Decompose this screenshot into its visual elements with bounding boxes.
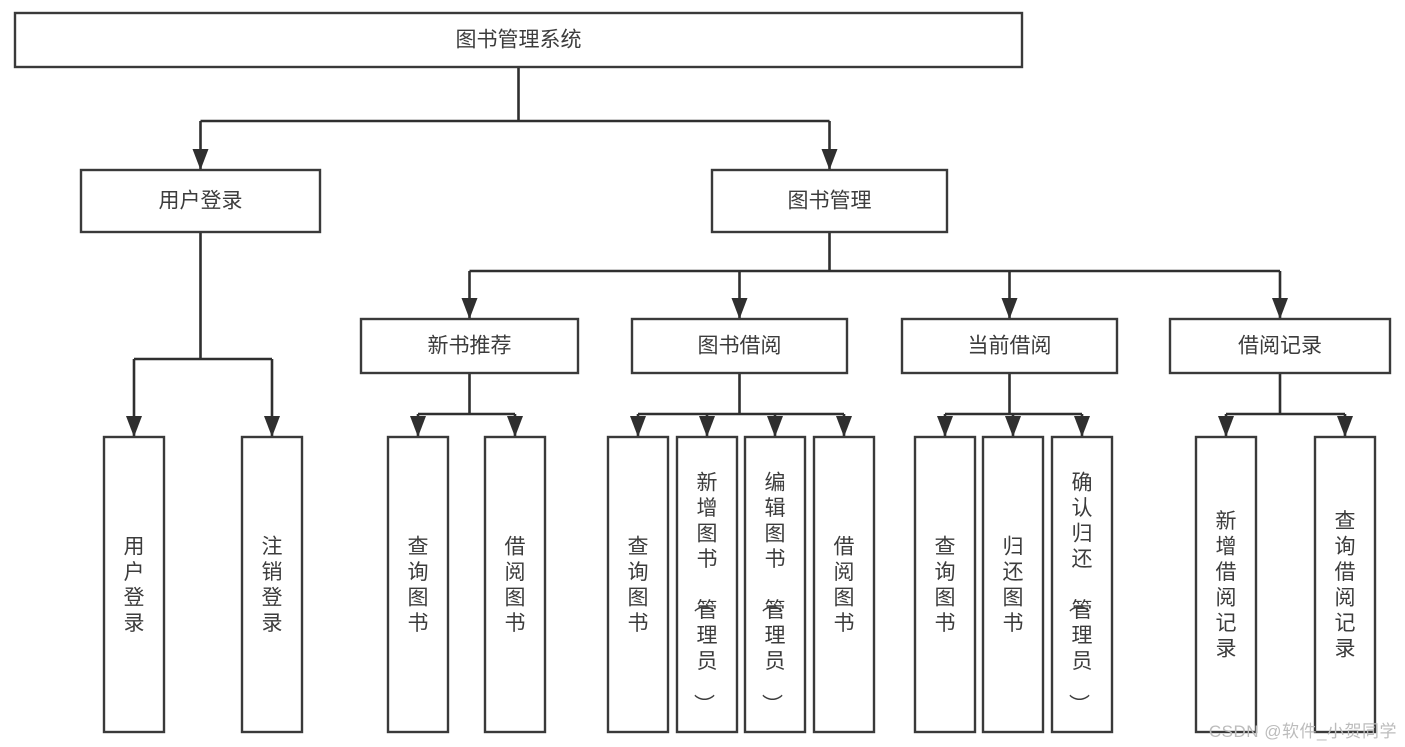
node-label: 用户登录: [159, 190, 243, 213]
node-book-borrow[interactable]: 图书借阅: [630, 317, 849, 375]
node-leaf-return-book[interactable]: 归还图书: [981, 435, 1045, 734]
node-leaf-edit-book[interactable]: 编辑图书（管理员）: [743, 435, 807, 734]
node-leaf-add-book[interactable]: 新增图书（管理员）: [675, 435, 739, 734]
node-box: [606, 435, 670, 734]
node-box: [675, 435, 739, 734]
node-leaf-borrow-book-rec[interactable]: 借阅图书: [483, 435, 547, 734]
node-leaf-query-book-borrow[interactable]: 查询图书: [606, 435, 670, 734]
arrow-head-icon: [767, 416, 783, 437]
node-label: 确认归还（管理员）: [1067, 472, 1093, 715]
node-label: 新增借阅记录: [1216, 510, 1237, 661]
node-box: [913, 435, 977, 734]
node-leaf-confirm-return[interactable]: 确认归还（管理员）: [1050, 435, 1114, 734]
arrow-head-icon: [699, 416, 715, 437]
node-box: [1168, 317, 1392, 375]
connector-layer: [126, 67, 1353, 437]
node-label: 新增图书（管理员）: [692, 472, 718, 715]
node-leaf-add-record[interactable]: 新增借阅记录: [1194, 435, 1258, 734]
arrow-head-icon: [1074, 416, 1090, 437]
node-borrow-record[interactable]: 借阅记录: [1168, 317, 1392, 375]
arrow-head-icon: [1272, 298, 1288, 319]
node-root[interactable]: 图书管理系统: [13, 11, 1024, 69]
node-box: [483, 435, 547, 734]
arrow-head-icon: [1337, 416, 1353, 437]
node-label: 查询图书: [628, 535, 649, 635]
node-box: [743, 435, 807, 734]
node-book-manage[interactable]: 图书管理: [710, 168, 949, 234]
node-layer: 图书管理系统用户登录图书管理新书推荐图书借阅当前借阅借阅记录用户登录注销登录查询…: [13, 11, 1392, 734]
node-box: [240, 435, 304, 734]
node-box: [1050, 435, 1114, 734]
node-box: [710, 168, 949, 234]
arrow-head-icon: [630, 416, 646, 437]
node-box: [1194, 435, 1258, 734]
node-label: 图书管理: [788, 190, 872, 213]
node-box: [359, 317, 580, 375]
node-leaf-query-book-current[interactable]: 查询图书: [913, 435, 977, 734]
node-box: [13, 11, 1024, 69]
node-leaf-borrow-book[interactable]: 借阅图书: [812, 435, 876, 734]
node-new-book-recommend[interactable]: 新书推荐: [359, 317, 580, 375]
arrow-head-icon: [1005, 416, 1021, 437]
arrow-head-icon: [1218, 416, 1234, 437]
node-label: 查询图书: [935, 535, 956, 635]
node-label: 查询图书: [408, 535, 429, 635]
node-label: 借阅图书: [834, 535, 855, 635]
node-box: [630, 317, 849, 375]
node-label: 借阅图书: [505, 535, 526, 635]
node-label: 归还图书: [1003, 535, 1024, 635]
node-box: [981, 435, 1045, 734]
arrow-head-icon: [507, 416, 523, 437]
node-box: [102, 435, 166, 734]
arrow-head-icon: [731, 298, 748, 319]
node-leaf-query-record[interactable]: 查询借阅记录: [1313, 435, 1377, 734]
node-label: 图书借阅: [698, 335, 782, 358]
arrow-head-icon: [126, 416, 142, 437]
node-label: 新书推荐: [428, 335, 512, 358]
node-label: 当前借阅: [968, 335, 1052, 358]
arrow-head-icon: [410, 416, 426, 437]
node-box: [900, 317, 1119, 375]
arrow-head-icon: [461, 298, 478, 319]
node-box: [1313, 435, 1377, 734]
arrow-head-icon: [264, 416, 280, 437]
arrow-head-icon: [1001, 298, 1018, 319]
node-leaf-logout[interactable]: 注销登录: [240, 435, 304, 734]
arrow-head-icon: [192, 149, 209, 170]
node-box: [386, 435, 450, 734]
node-label: 借阅记录: [1238, 335, 1322, 358]
watermark-label: CSDN @软件_小贺同学: [1208, 722, 1397, 741]
node-label: 图书管理系统: [456, 29, 582, 52]
node-leaf-user-login[interactable]: 用户登录: [102, 435, 166, 734]
arrow-head-icon: [836, 416, 852, 437]
node-label: 编辑图书（管理员）: [760, 472, 786, 715]
node-user-login[interactable]: 用户登录: [79, 168, 322, 234]
node-label: 用户登录: [124, 535, 145, 635]
node-box: [79, 168, 322, 234]
arrow-head-icon: [937, 416, 953, 437]
node-current-borrow[interactable]: 当前借阅: [900, 317, 1119, 375]
node-label: 注销登录: [262, 535, 283, 635]
arrow-head-icon: [821, 149, 838, 170]
node-leaf-query-book-rec[interactable]: 查询图书: [386, 435, 450, 734]
node-box: [812, 435, 876, 734]
node-label: 查询借阅记录: [1335, 510, 1356, 661]
